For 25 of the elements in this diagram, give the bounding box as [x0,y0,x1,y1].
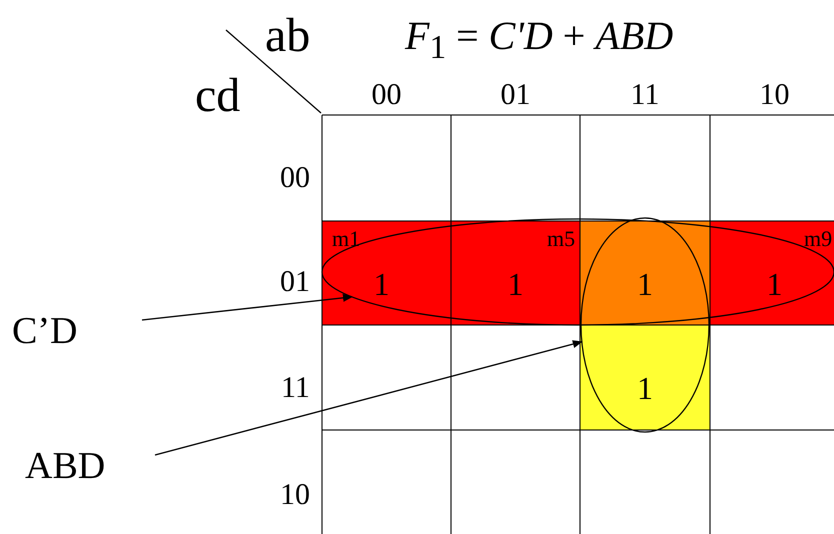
minterm-label: m9 [804,228,832,250]
arrow [154,340,583,456]
formula-title: F$_{1}$ = C'D + ABD [405,16,674,64]
axis-label: cd [195,72,240,120]
cell-value: 1 [637,268,653,300]
minterm-label: m5 [547,228,576,250]
axis-label: ab [265,12,310,60]
row-header: 01 [280,267,310,297]
cell-value: 1 [766,268,782,300]
row-header: 11 [281,373,310,403]
cell-value: 1 [374,268,390,300]
cell-value: 1 [637,372,653,404]
term-label: ABD [25,447,106,485]
column-header: 11 [630,80,660,110]
column-header: 01 [500,80,530,110]
minterm-label: m1 [332,228,360,250]
column-header: 00 [372,80,402,110]
column-header: 10 [760,80,790,110]
row-header: 00 [280,163,310,193]
row-header: 10 [280,480,310,510]
cell-value: 1 [508,268,524,300]
grouping-loop [321,218,834,326]
grouping-loop [580,217,710,433]
term-label: C’D [12,312,78,350]
arrow [142,294,353,321]
